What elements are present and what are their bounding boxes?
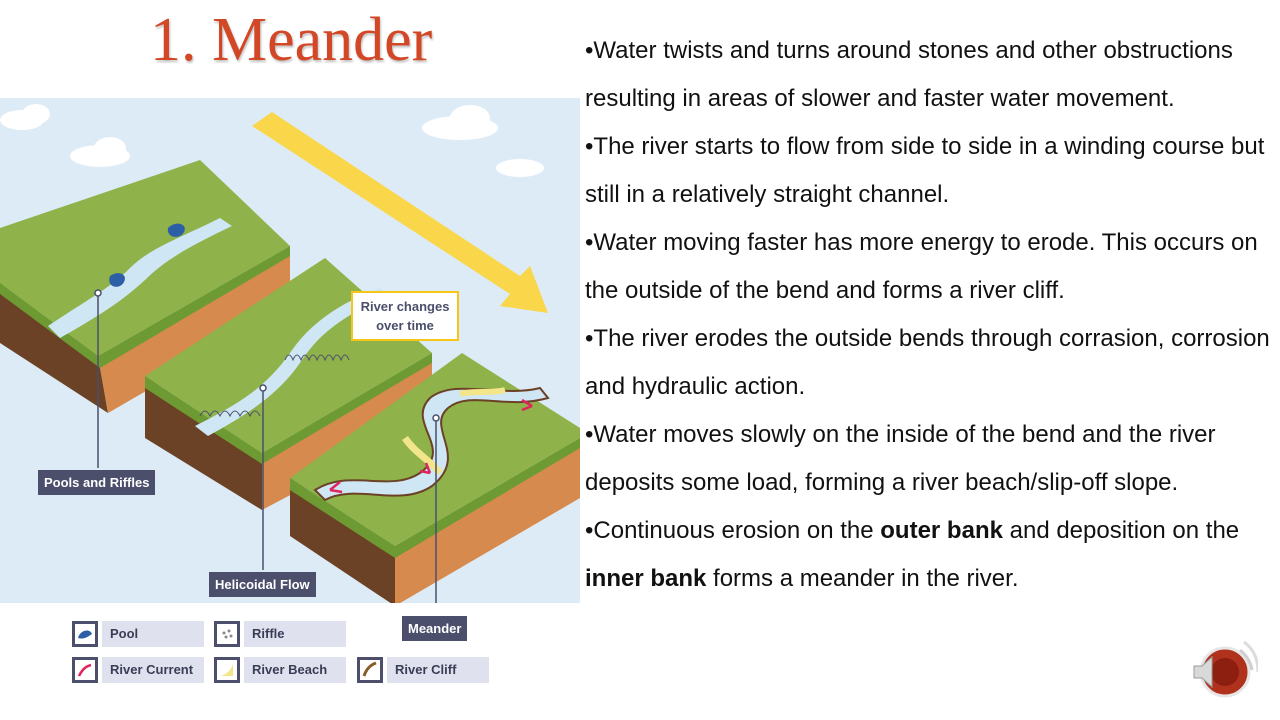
bullet-2: •The river starts to flow from side to s… [585,133,1265,208]
beach-icon [214,657,240,683]
bullet-4: •The river erodes the outside bends thro… [585,325,1270,400]
speaker-icon[interactable] [1192,632,1260,698]
bullet-6-mid: and deposition on the [1002,517,1240,544]
slide-title: 1. Meander [150,6,433,74]
block-meander [290,353,580,613]
bullet-1: •Water twists and turns around stones an… [585,37,1233,112]
river-diagram-art [0,98,580,698]
current-arrow-icon [72,657,98,683]
riffle-icon [214,621,240,647]
bullet-list: •Water twists and turns around stones an… [585,27,1275,603]
bullet-6-post: forms a meander in the river. [706,565,1019,592]
river-changes-line2: over time [376,318,434,333]
legend-river-current-label: River Current [102,657,204,683]
legend-riffle-label: Riffle [244,621,346,647]
river-changes-label: River changes over time [351,291,459,341]
label-pools-riffles: Pools and Riffles [38,470,156,495]
bullet-6-pre: •Continuous erosion on the [585,517,881,544]
block-pools-riffles [0,160,290,468]
label-helicoidal-flow: Helicoidal Flow [209,572,316,597]
cliff-icon [357,657,383,683]
pool-icon [72,621,98,647]
bullet-6: •Continuous erosion on the outer bank an… [585,507,1275,603]
bullet-5: •Water moves slowly on the inside of the… [585,421,1216,496]
river-diagram: River changes over time [0,98,580,698]
label-meander: Meander [402,616,468,641]
clouds [0,104,544,177]
legend-pool-label: Pool [102,621,204,647]
river-changes-line1: River changes [360,299,450,314]
legend-river-beach-label: River Beach [244,657,346,683]
bullet-6-inner-bank: inner bank [585,565,707,592]
legend-river-cliff-label: River Cliff [387,657,489,683]
bullet-6-outer-bank: outer bank [880,517,1003,544]
bullet-3: •Water moving faster has more energy to … [585,229,1258,304]
time-arrow [252,112,548,313]
